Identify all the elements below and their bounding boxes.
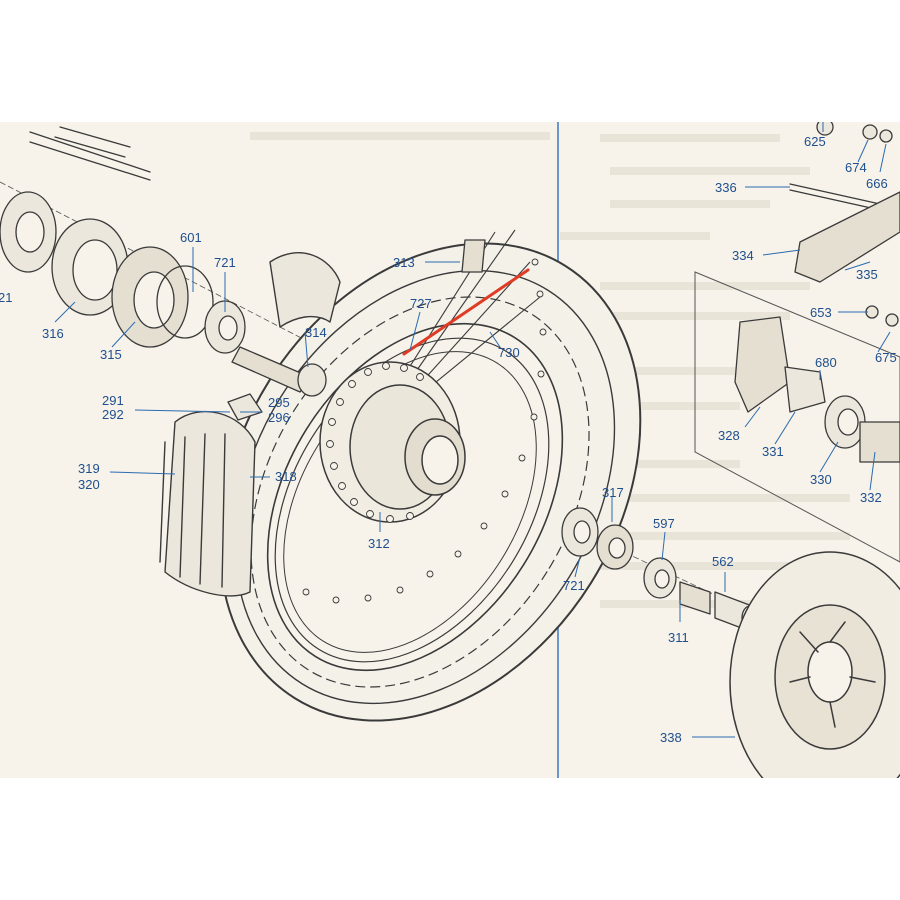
callout-330: 330 xyxy=(810,472,832,487)
callout-338: 338 xyxy=(660,730,682,745)
callout-296: 296 xyxy=(268,410,290,425)
callout-730: 730 xyxy=(498,345,520,360)
leader-lines xyxy=(54,122,891,738)
callout-313: 313 xyxy=(393,255,415,270)
callout-328: 328 xyxy=(718,428,740,443)
callout-334: 334 xyxy=(732,248,754,263)
hub-holes xyxy=(326,362,424,523)
callout-316: 316 xyxy=(42,326,64,341)
callout-666: 666 xyxy=(866,176,888,191)
callout-295: 295 xyxy=(268,395,290,410)
callout-319: 319 xyxy=(78,461,100,476)
callout-653: 653 xyxy=(810,305,832,320)
rim-spoke-holes xyxy=(302,258,547,604)
callout-21: 21 xyxy=(0,290,12,305)
diagram-sheet: 625 674 666 336 334 335 653 675 680 328 … xyxy=(0,122,900,778)
callout-315: 315 xyxy=(100,347,122,362)
callout-721-right: 721 xyxy=(563,578,585,593)
callout-292: 292 xyxy=(102,407,124,422)
highlighted-spoke xyxy=(402,268,530,356)
callout-680: 680 xyxy=(815,355,837,370)
callout-335: 335 xyxy=(856,267,878,282)
top-right-parts xyxy=(789,122,900,327)
caliper-subassembly-box xyxy=(694,271,900,563)
callout-331: 331 xyxy=(762,444,784,459)
callout-318: 318 xyxy=(275,469,297,484)
callout-727: 727 xyxy=(410,296,432,311)
callout-721-left: 721 xyxy=(214,255,236,270)
callout-675: 675 xyxy=(875,350,897,365)
callout-674: 674 xyxy=(845,160,867,175)
callout-312: 312 xyxy=(368,536,390,551)
callout-320: 320 xyxy=(78,477,100,492)
brake-disc xyxy=(729,551,900,778)
tire-cutaway xyxy=(159,252,341,597)
callout-317: 317 xyxy=(602,485,624,500)
left-axle-parts xyxy=(0,126,486,421)
front-hub xyxy=(319,361,466,523)
callout-332: 332 xyxy=(860,490,882,505)
callout-597: 597 xyxy=(653,516,675,531)
callout-291: 291 xyxy=(102,393,124,408)
callout-336: 336 xyxy=(715,180,737,195)
callout-311: 311 xyxy=(668,630,689,645)
exploded-wheel-diagram: 625 674 666 336 334 335 653 675 680 328 … xyxy=(0,122,900,778)
callout-601: 601 xyxy=(180,230,202,245)
callout-314: 314 xyxy=(305,325,327,340)
callout-562: 562 xyxy=(712,554,734,569)
callout-labels: 625 674 666 336 334 335 653 675 680 328 … xyxy=(0,134,897,745)
callout-625: 625 xyxy=(804,134,826,149)
caliper-parts xyxy=(734,316,900,463)
